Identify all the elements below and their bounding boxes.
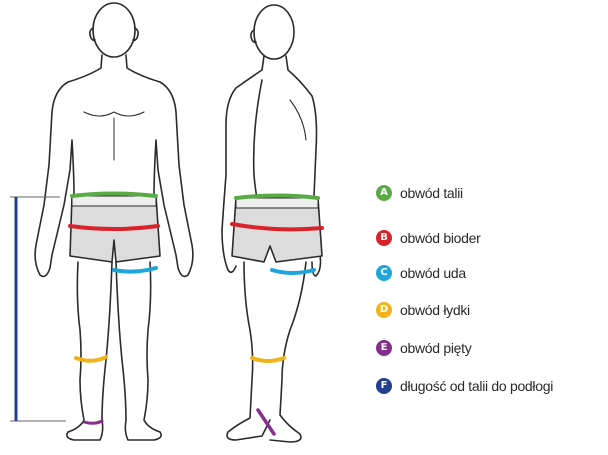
badge-d-icon: D <box>376 302 392 318</box>
front-leg-right <box>116 262 161 440</box>
legend-item-b: B obwód bioder <box>376 228 480 248</box>
front-thigh-line <box>114 268 156 272</box>
badge-e-icon: E <box>376 340 392 356</box>
front-shorts-band <box>72 196 156 206</box>
legend-item-f: F długość od talii do podłogi <box>376 376 553 396</box>
legend-label-e: obwód pięty <box>400 340 471 356</box>
badge-b-icon: B <box>376 230 392 246</box>
legend-label-f: długość od talii do podłogi <box>400 378 553 394</box>
legend-label-c: obwód uda <box>400 265 466 281</box>
legend-label-d: obwód łydki <box>400 302 470 318</box>
side-leg-front <box>270 262 306 442</box>
side-leg-back <box>227 262 270 440</box>
front-calf-line <box>76 357 106 361</box>
front-heel-line <box>84 421 102 423</box>
legend-item-e: E obwód pięty <box>376 338 471 358</box>
front-head <box>93 3 135 57</box>
side-shorts-band <box>236 198 318 208</box>
badge-a-icon: A <box>376 185 392 201</box>
front-chest-line <box>84 112 144 116</box>
legend-item-c: C obwód uda <box>376 263 466 283</box>
front-figure <box>35 3 193 440</box>
badge-c-icon: C <box>376 265 392 281</box>
side-head <box>254 5 294 59</box>
legend-item-d: D obwód łydki <box>376 300 470 320</box>
side-thigh-line <box>272 270 314 273</box>
legend-label-b: obwód bioder <box>400 230 480 246</box>
side-heel-line <box>258 410 274 434</box>
side-chest <box>290 100 306 140</box>
side-calf-line <box>252 358 284 361</box>
front-leg-left <box>67 262 112 440</box>
badge-f-icon: F <box>376 378 392 394</box>
legend-label-a: obwód talii <box>400 185 463 201</box>
legend-item-a: A obwód talii <box>376 183 463 203</box>
